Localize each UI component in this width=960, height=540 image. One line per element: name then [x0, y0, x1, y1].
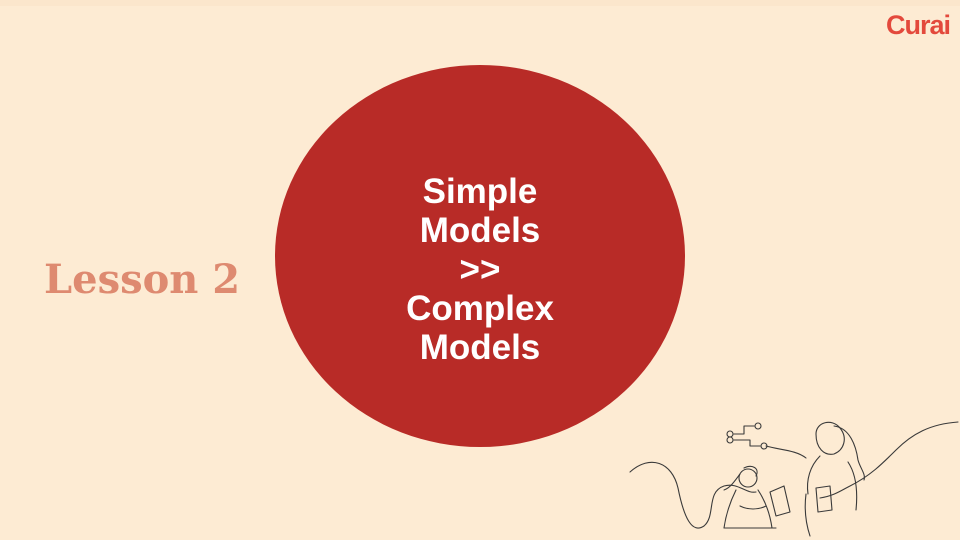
people-with-devices-illustration-icon	[629, 421, 959, 537]
title-circle	[275, 65, 685, 447]
circle-line-5: Models	[419, 328, 541, 367]
circle-line-1: Simple	[422, 172, 538, 211]
curai-logo: Curai	[885, 10, 951, 40]
circle-line-4: Complex	[406, 289, 554, 328]
circle-line-2: Models	[419, 211, 541, 250]
lesson-title: Lesson 2	[44, 256, 241, 303]
top-strip	[0, 0, 960, 6]
circle-line-3: >>	[459, 250, 501, 289]
circle-title: Simple Models >> Complex Models	[355, 172, 605, 367]
